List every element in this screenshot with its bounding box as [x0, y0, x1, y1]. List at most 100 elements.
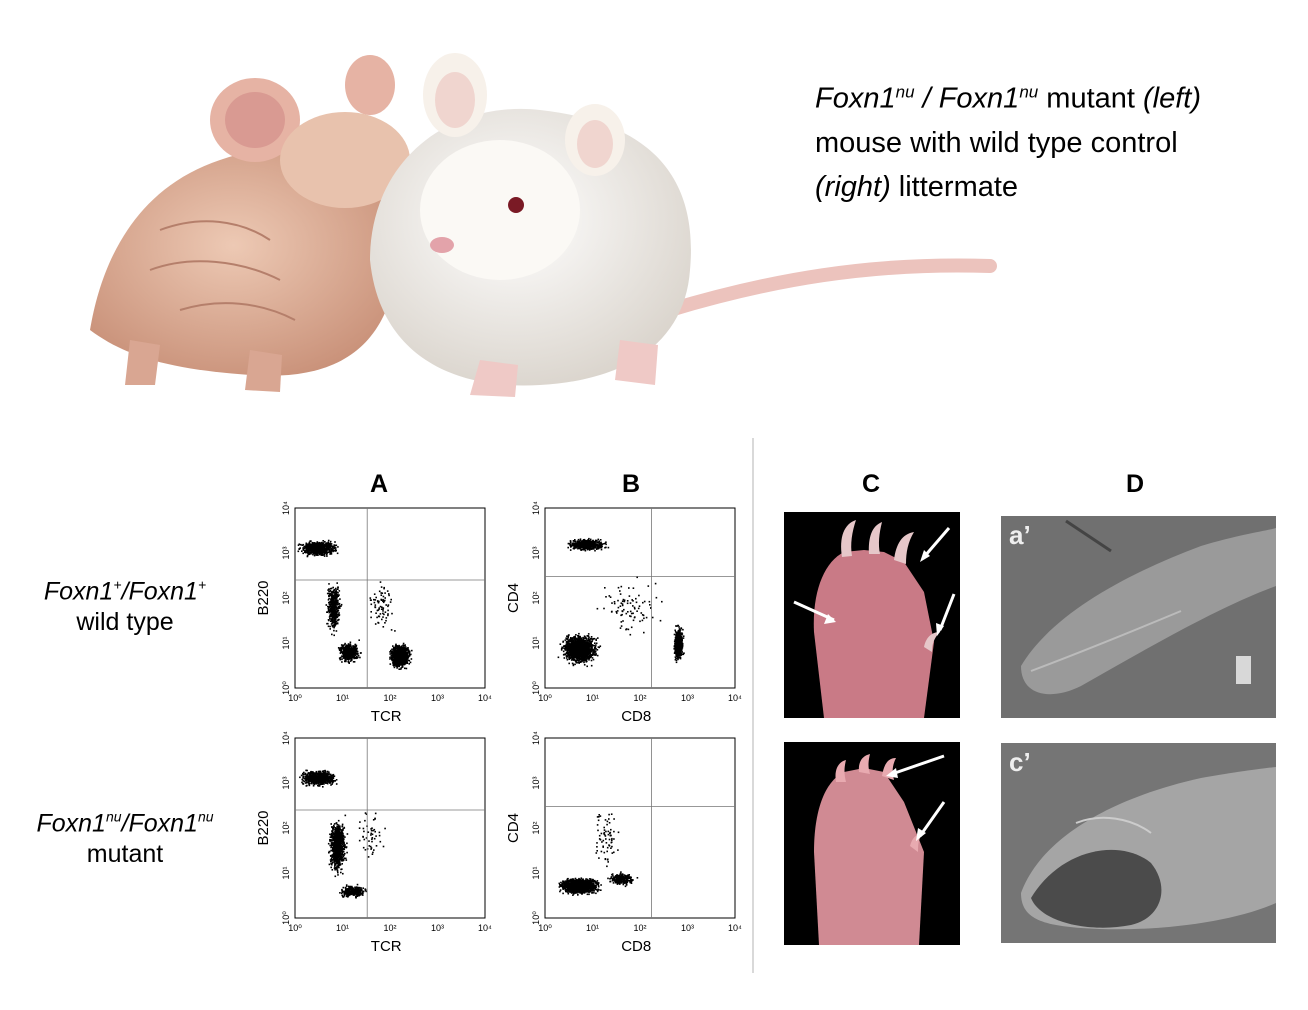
caption-gene-a: Foxn1	[815, 82, 896, 115]
plot-frame	[544, 737, 736, 919]
y-tick-label: 10³	[281, 776, 291, 789]
wt-slash: /	[121, 577, 129, 606]
y-tick-label: 10⁰	[531, 681, 541, 695]
dot-cloud	[299, 769, 386, 899]
caption-left: (left)	[1143, 82, 1202, 115]
caption-line-1: Foxn1nu / Foxn1nu mutant (left)	[815, 70, 1285, 121]
x-axis-label: TCR	[371, 938, 402, 955]
panel-letter-a: A	[369, 470, 389, 498]
sem-label-bottom: c’	[1009, 747, 1031, 777]
y-tick-label: 10²	[531, 821, 541, 834]
y-tick-label: 10¹	[531, 866, 541, 879]
y-tick-label: 10⁰	[281, 681, 291, 695]
dot-cloud	[557, 537, 685, 668]
sem-image-wildtype: a’	[1001, 516, 1276, 718]
figure-caption: Foxn1nu / Foxn1nu mutant (left) mouse wi…	[815, 70, 1285, 209]
y-tick-label: 10²	[531, 591, 541, 604]
wt-gene-1: Foxn1	[43, 577, 114, 606]
panel-letter-b: B	[621, 470, 641, 498]
plot-frame	[294, 507, 486, 689]
caption-littermate: littermate	[890, 170, 1019, 203]
mice-photo	[70, 40, 1000, 410]
wt-label: wild type	[76, 608, 174, 637]
mut-gene-2: Foxn1	[128, 809, 198, 838]
y-tick-label: 10⁰	[531, 911, 541, 925]
row-label-mutant: Foxn1nu/Foxn1nu mutant	[15, 802, 235, 870]
x-axis-label: TCR	[371, 708, 402, 725]
wt-sup-2: +	[197, 577, 207, 593]
x-tick-label: 10⁴	[728, 693, 742, 703]
y-axis-label: B220	[255, 810, 272, 845]
panel-letter-c: C	[861, 470, 881, 498]
y-tick-label: 10³	[281, 546, 291, 559]
y-tick-label: 10²	[281, 821, 291, 834]
x-axis-label: CD8	[621, 708, 651, 725]
y-tick-label: 10⁴	[531, 501, 541, 515]
paw-photo-mutant	[784, 742, 960, 945]
x-tick-label: 10¹	[336, 923, 349, 933]
caption-right: (right)	[815, 170, 891, 203]
x-tick-label: 10²	[633, 923, 646, 933]
x-tick-label: 10²	[383, 693, 396, 703]
x-tick-label: 10¹	[586, 923, 599, 933]
mut-gene-1: Foxn1	[36, 809, 106, 838]
caption-line-3: (right) littermate	[815, 165, 1285, 209]
y-tick-label: 10⁴	[281, 501, 291, 515]
x-tick-label: 10¹	[336, 693, 349, 703]
dot-cloud	[297, 539, 413, 670]
x-tick-label: 10⁴	[728, 923, 742, 933]
x-tick-label: 10³	[431, 923, 444, 933]
y-axis-label: CD4	[505, 813, 522, 843]
mut-sup-1: nu	[105, 809, 122, 825]
caption-line-2: mouse with wild type control	[815, 126, 1178, 159]
x-tick-label: 10⁰	[288, 693, 302, 703]
mut-slash: /	[121, 809, 129, 838]
y-tick-label: 10⁰	[281, 911, 291, 925]
y-tick-label: 10³	[531, 776, 541, 789]
y-tick-label: 10²	[281, 591, 291, 604]
x-tick-label: 10²	[633, 693, 646, 703]
x-tick-label: 10³	[681, 693, 694, 703]
panel-divider	[752, 438, 754, 973]
y-tick-label: 10⁴	[281, 731, 291, 745]
caption-separator: /	[914, 82, 939, 115]
x-tick-label: 10³	[681, 923, 694, 933]
caption-sup-a: nu	[895, 82, 915, 101]
x-tick-label: 10⁰	[538, 923, 552, 933]
x-tick-label: 10²	[383, 923, 396, 933]
panel-letter-d: D	[1125, 470, 1145, 498]
x-tick-label: 10⁴	[478, 693, 492, 703]
y-tick-label: 10¹	[281, 636, 291, 649]
paw-photo-wildtype	[784, 512, 960, 718]
mut-label: mutant	[86, 840, 164, 869]
caption-mutant: mutant	[1038, 82, 1144, 115]
wt-sup-1: +	[113, 577, 122, 593]
x-tick-label: 10⁴	[478, 923, 492, 933]
y-tick-label: 10¹	[281, 866, 291, 879]
x-tick-label: 10⁰	[538, 693, 552, 703]
y-axis-label: B220	[255, 580, 272, 615]
y-tick-label: 10¹	[531, 636, 541, 649]
dot-cloud	[558, 813, 639, 896]
x-axis-label: CD8	[621, 938, 651, 955]
wt-gene-2: Foxn1	[128, 577, 198, 606]
sem-image-mutant: c’	[1001, 743, 1276, 943]
y-tick-label: 10³	[531, 546, 541, 559]
y-tick-label: 10⁴	[531, 731, 541, 745]
plot-frame	[294, 737, 486, 919]
sem-label-top: a’	[1009, 520, 1031, 550]
x-tick-label: 10¹	[586, 693, 599, 703]
plot-frame	[544, 507, 736, 689]
mut-sup-2: nu	[197, 809, 214, 825]
x-tick-label: 10⁰	[288, 923, 302, 933]
x-tick-label: 10³	[431, 693, 444, 703]
caption-sup-b: nu	[1019, 82, 1039, 101]
y-axis-label: CD4	[505, 583, 522, 613]
